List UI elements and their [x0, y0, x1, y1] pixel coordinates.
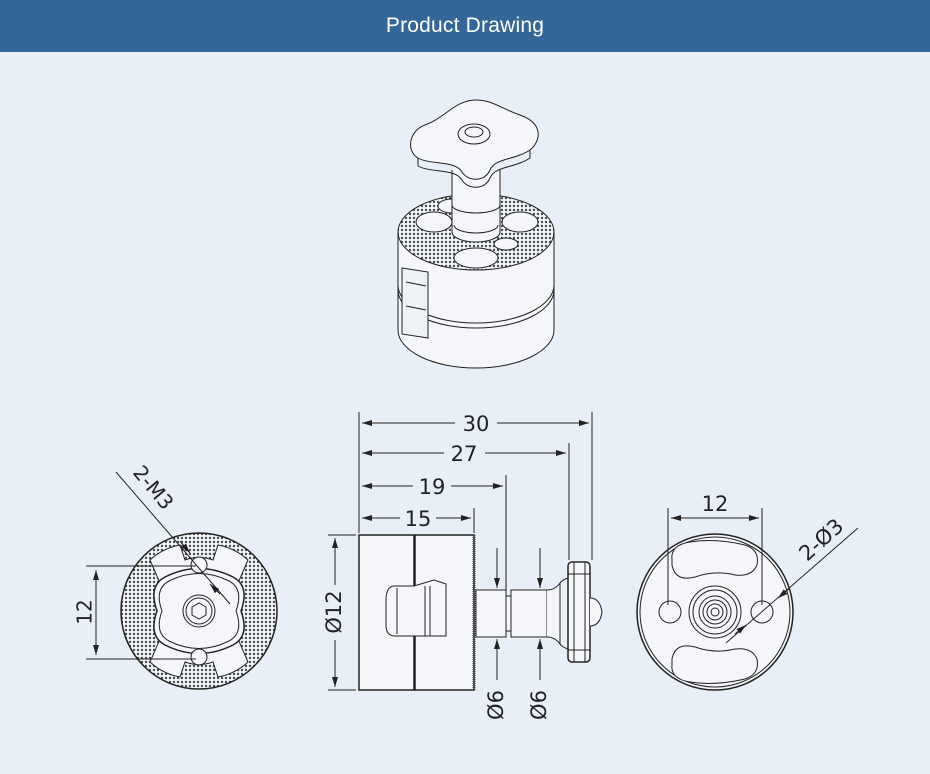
top-view-hole-spacing: 12 — [73, 599, 97, 624]
bottom-view — [636, 508, 859, 691]
drawing-canvas: 2-M3 12 — [0, 52, 930, 770]
header-bar: Product Drawing — [0, 0, 930, 52]
top-view-hole-callout: 2-M3 — [128, 461, 178, 515]
bottom-view-hole-callout: 2-Ø3 — [794, 514, 848, 566]
side-view — [328, 412, 603, 691]
dim-length-to-neck: 19 — [419, 475, 446, 499]
dim-length-to-knob: 27 — [451, 442, 478, 466]
bottom-view-hole-spacing: 12 — [702, 492, 729, 516]
dim-neck-diameter-1: Ø6 — [484, 690, 508, 720]
dim-neck-diameter-2: Ø6 — [527, 690, 551, 720]
dim-body-diameter: Ø12 — [322, 590, 346, 633]
dim-overall-length: 30 — [463, 412, 490, 436]
page-title: Product Drawing — [385, 14, 545, 37]
top-view — [86, 471, 278, 690]
dim-body-length: 15 — [405, 507, 432, 531]
isometric-view — [397, 99, 555, 369]
